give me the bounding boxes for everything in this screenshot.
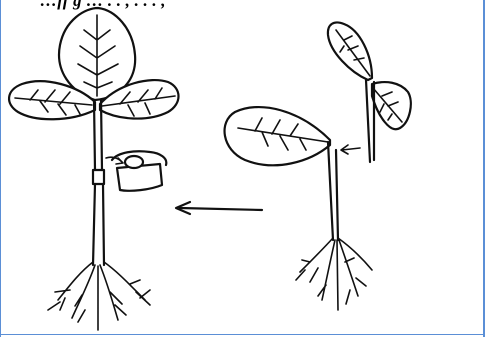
right-seedling — [225, 107, 372, 310]
transfer-arrow — [176, 202, 262, 214]
seedling-cotyledon-leaf — [225, 107, 330, 165]
scion-cup — [117, 164, 162, 191]
left-roots — [48, 262, 150, 330]
scion-cutting-insert — [106, 151, 166, 190]
seedling-stem — [328, 142, 338, 240]
seedling-roots — [296, 238, 372, 310]
cut-point-arrow — [341, 145, 360, 154]
scion-upper-leaf — [328, 22, 372, 80]
rootstock-stem — [93, 184, 104, 265]
arrow-shaft — [180, 208, 262, 210]
scion-bud — [125, 156, 143, 168]
left-stem — [94, 100, 102, 170]
scion-pointer — [106, 157, 123, 164]
scion-lower-leaf — [372, 82, 411, 129]
graft-union — [93, 170, 104, 184]
top-right-scion-shoot — [328, 22, 411, 162]
